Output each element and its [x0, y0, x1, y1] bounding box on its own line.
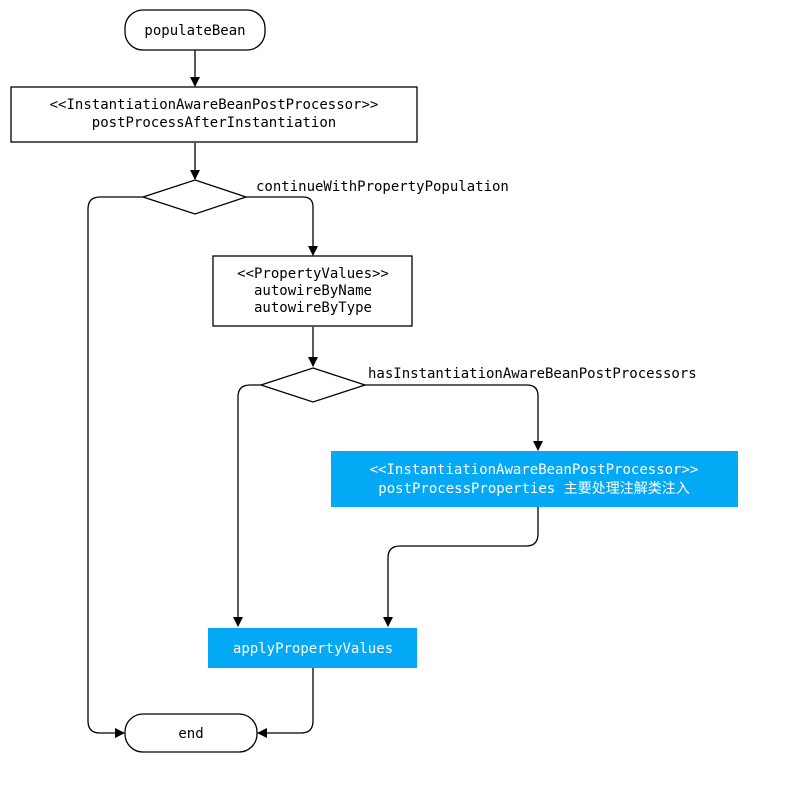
step2-line1: <<PropertyValues>> [237, 266, 389, 282]
property-values-box: <<PropertyValues>> autowireByName autowi… [212, 255, 413, 327]
step2-line3: autowireByType [254, 300, 372, 316]
edge-step4-to-end [257, 668, 314, 738]
step1-line2: postProcessAfterInstantiation [92, 115, 336, 131]
step2-line2: autowireByName [254, 283, 372, 299]
start-node-label: populateBean [144, 23, 245, 39]
end-node-label: end [178, 726, 203, 742]
step3-line2: postProcessProperties 主要处理注解类注入 [378, 481, 689, 497]
post-process-after-instantiation-box: <<InstantiationAwareBeanPostProcessor>> … [10, 86, 418, 143]
decision-continue-with-property-population [140, 179, 249, 215]
step4-label: applyPropertyValues [233, 641, 393, 657]
start-node: populateBean [124, 9, 266, 51]
edge-decision2-to-step4 [233, 384, 261, 627]
decision1-label: continueWithPropertyPopulation [256, 179, 509, 195]
edge-decision1-to-end [87, 196, 143, 738]
step1-line1: <<InstantiationAwareBeanPostProcessor>> [50, 97, 379, 113]
apply-property-values-box: applyPropertyValues [208, 628, 417, 668]
edge-decision1-to-step2 [246, 196, 318, 256]
edge-step3-to-step4 [383, 507, 539, 627]
connectors [87, 50, 543, 738]
decision-has-instantiation-aware-bean-post-processors [258, 367, 368, 403]
decision2-label: hasInstantiationAwareBeanPostProcessors [368, 366, 697, 382]
end-node: end [124, 713, 258, 753]
post-process-properties-box: <<InstantiationAwareBeanPostProcessor>> … [331, 451, 738, 507]
step3-line1: <<InstantiationAwareBeanPostProcessor>> [370, 462, 699, 478]
edge-decision2-to-step3 [365, 384, 543, 451]
